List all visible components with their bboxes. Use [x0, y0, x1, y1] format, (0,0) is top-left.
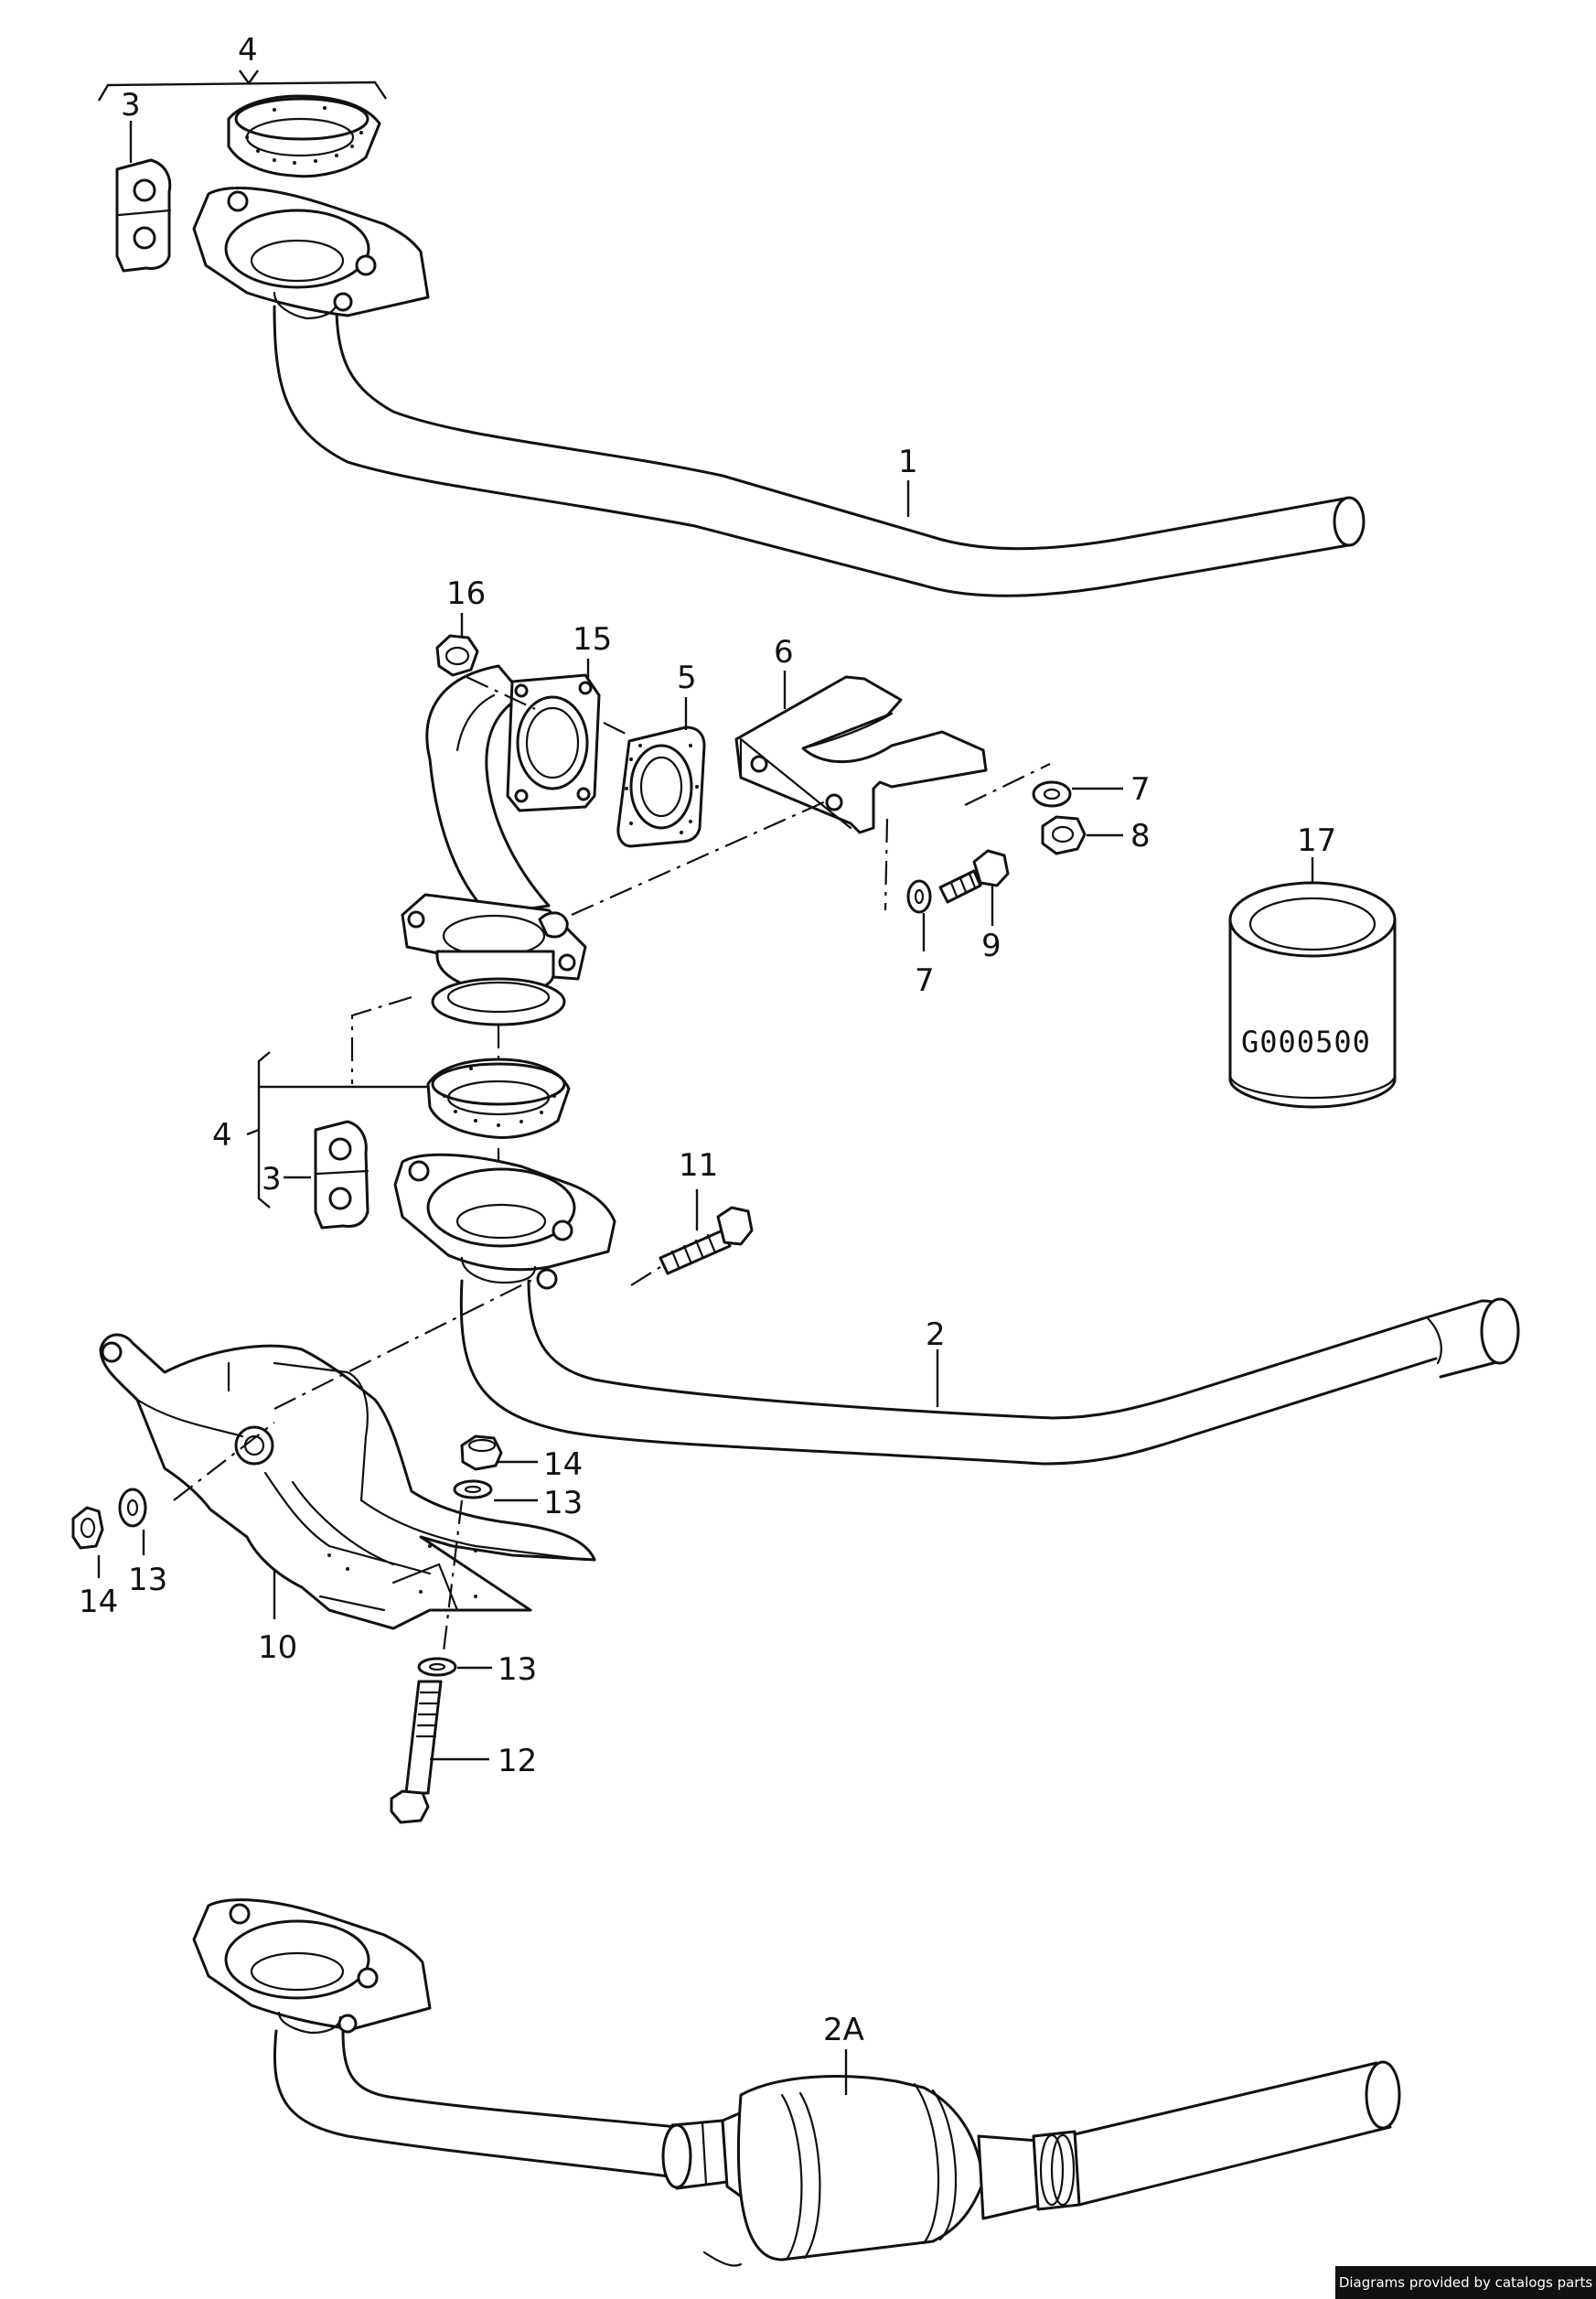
callout-3-middle: 3 — [262, 1161, 282, 1198]
part-11-bolt — [630, 1206, 754, 1286]
part-6-bracket — [734, 675, 988, 834]
bracket-3-4-top — [97, 70, 387, 163]
callout-9: 9 — [981, 928, 1002, 964]
part-2a-pipe-with-catalytic-converter — [192, 1898, 1401, 2267]
part-13-washer-lower — [417, 1657, 457, 1677]
part-2-front-pipe — [393, 1153, 1520, 1466]
callout-11: 11 — [679, 1147, 718, 1184]
part-13-washer-upper — [453, 1479, 493, 1499]
part-4-seal-ring-top — [227, 94, 381, 178]
part-3-clamp-top — [115, 158, 172, 273]
callout-5: 5 — [677, 660, 697, 696]
callout-15: 15 — [573, 621, 612, 658]
part-3-clamp-middle — [314, 1120, 370, 1230]
callout-1: 1 — [898, 444, 918, 480]
callout-labels: 4 3 1 16 15 5 6 7 8 9 7 17 G000500 4 3 1… — [79, 32, 1371, 2048]
callout-2a: 2A — [823, 2012, 864, 2048]
part-4-seal-ring-middle — [426, 1058, 571, 1139]
part-7-washer-right — [1032, 780, 1072, 808]
part-10-heat-shield — [99, 1275, 596, 1630]
callout-3-top: 3 — [121, 87, 141, 124]
part-15-flange-elbow — [401, 664, 601, 1026]
callout-7-lower: 7 — [915, 962, 935, 999]
callout-4-middle: 4 — [212, 1117, 232, 1154]
part-5-gasket — [616, 725, 706, 848]
callout-4-top: 4 — [238, 32, 258, 69]
callout-16: 16 — [446, 575, 486, 612]
callout-13-left: 13 — [128, 1562, 167, 1598]
part-14-nut-left — [71, 1506, 104, 1550]
image-code-label: G000500 — [1241, 1025, 1371, 1059]
part-17-repair-kit-can — [1228, 881, 1397, 1109]
bracket-3-4-middle — [246, 1051, 428, 1209]
callout-13-lower: 13 — [498, 1651, 537, 1688]
callout-7-right: 7 — [1130, 771, 1151, 808]
leader-lines — [97, 480, 1314, 2095]
part-1-front-pipe — [192, 187, 1366, 597]
callout-10: 10 — [258, 1629, 297, 1666]
part-14-nut-upper — [460, 1434, 503, 1471]
callout-14-upper: 14 — [543, 1446, 583, 1483]
credit-badge: Diagrams provided by catalogs parts — [1335, 2266, 1596, 2299]
callout-14-left: 14 — [79, 1584, 118, 1620]
callout-2: 2 — [926, 1316, 946, 1353]
callout-6: 6 — [774, 634, 794, 671]
centerlines-middle — [350, 676, 1051, 1185]
callout-12: 12 — [498, 1743, 537, 1779]
callout-8: 8 — [1130, 818, 1151, 854]
callout-17: 17 — [1297, 822, 1336, 859]
part-8-nut — [1041, 815, 1087, 855]
part-9-bolt — [938, 849, 1010, 904]
part-7-washer-lower — [906, 879, 932, 914]
part-16-nut — [435, 634, 479, 677]
part-12-bolt — [390, 1499, 464, 1824]
part-13-washer-left — [118, 1488, 147, 1528]
callout-13-upper: 13 — [543, 1485, 583, 1521]
